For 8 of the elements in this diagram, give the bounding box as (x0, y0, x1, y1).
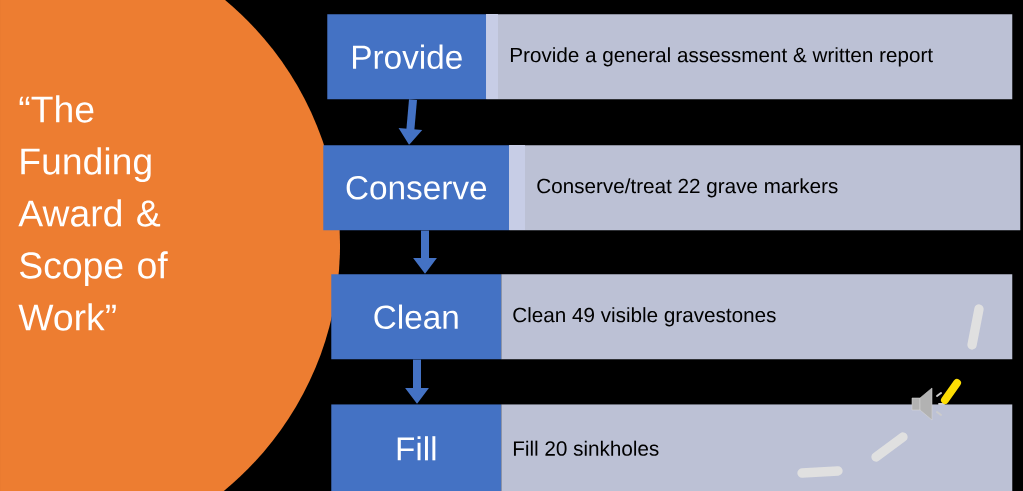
description-box: Fill 20 sinkholes (501, 404, 1013, 491)
description-box: Conserve/treat 22 grave markers (509, 145, 1021, 231)
description-box: Clean 49 visible gravestones (501, 274, 1013, 360)
step-box: Conserve (323, 145, 510, 231)
step-box: Clean (331, 274, 502, 360)
description-box: Provide a general assessment & written report (486, 14, 1013, 100)
step-box: Fill (331, 404, 502, 491)
step-box: Provide (327, 14, 487, 100)
